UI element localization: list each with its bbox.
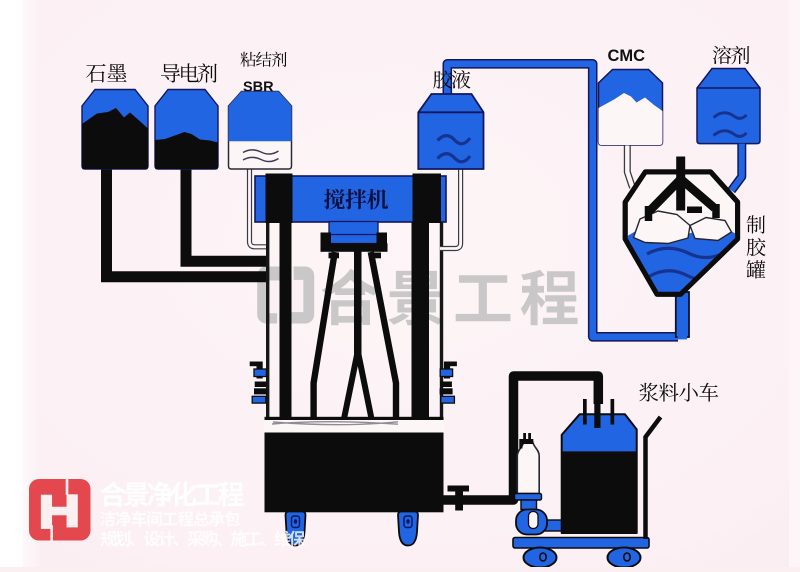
svg-text:SBR: SBR <box>243 80 274 96</box>
svg-text:CMC: CMC <box>608 47 646 65</box>
